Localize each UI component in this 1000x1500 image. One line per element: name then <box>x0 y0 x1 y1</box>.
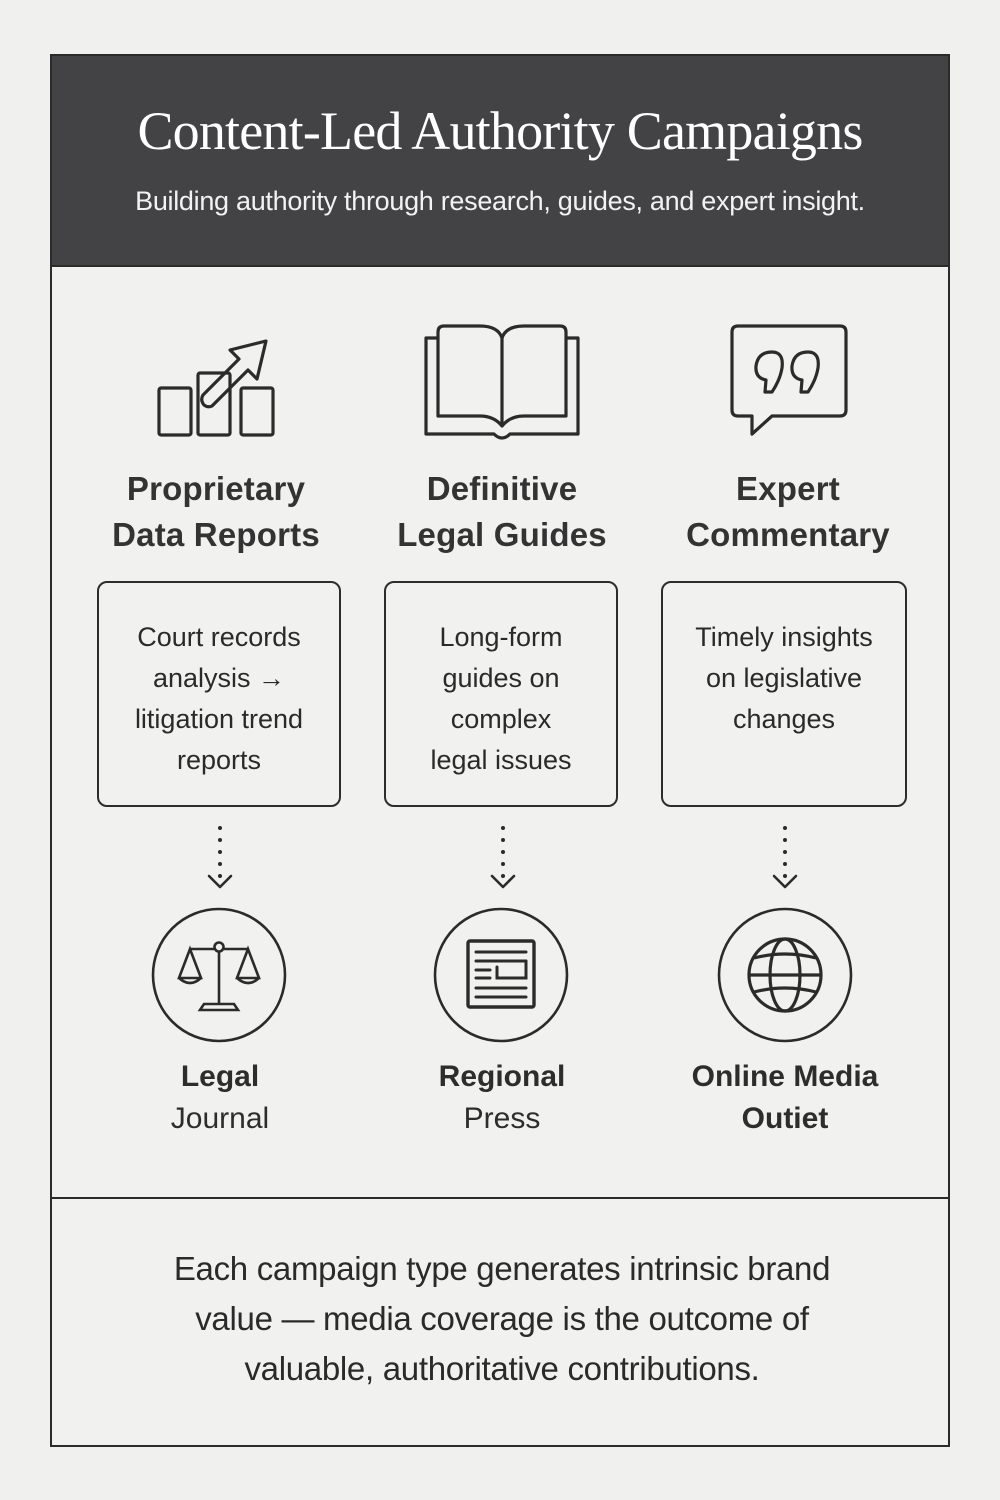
outlet-label: Legal Journal <box>170 1060 270 1135</box>
page-title: Content-Led Authority Campaigns <box>137 101 863 161</box>
infographic-frame: Content-Led Authority Campaigns Building… <box>50 54 950 1447</box>
newspaper-icon <box>433 907 569 1043</box>
category-title: Definitive Legal Guides <box>397 470 607 553</box>
outlet-label: Online Media Outiet <box>691 1060 879 1135</box>
footer-divider <box>52 1197 948 1199</box>
category-title: Proprietary Data Reports <box>112 470 320 553</box>
page-subtitle: Building authority through research, gui… <box>135 186 865 216</box>
dotted-down-arrow-icon <box>772 826 798 889</box>
category-title: Expert Commentary <box>686 470 890 553</box>
header-banner: Content-Led Authority Campaigns Building… <box>52 56 948 267</box>
dotted-down-arrow-icon <box>490 826 516 889</box>
description-box: Long-form guides on complex legal issues <box>384 581 618 807</box>
description-box: Timely insights on legislative changes <box>661 581 907 807</box>
outlet-label: Regional Press <box>438 1060 566 1135</box>
quote-bubble-icon <box>730 324 848 436</box>
globe-icon <box>717 907 853 1043</box>
scales-of-justice-icon <box>151 907 287 1043</box>
dotted-down-arrow-icon <box>207 826 233 889</box>
description-box: Court records analysis → litigation tren… <box>97 581 341 807</box>
footer-summary: Each campaign type generates intrinsic b… <box>173 1250 831 1387</box>
bar-chart-arrow-icon <box>157 339 275 437</box>
open-book-icon <box>424 324 580 440</box>
